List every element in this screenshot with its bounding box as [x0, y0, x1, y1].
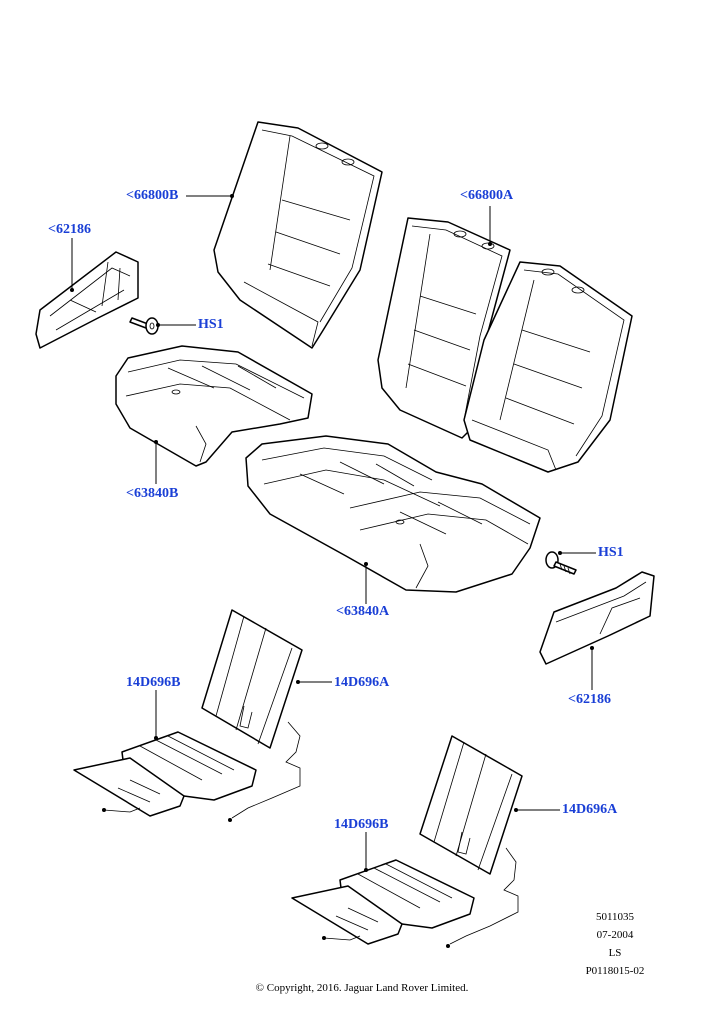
bolster-62186-left[interactable] — [35, 251, 139, 349]
diagram-code: LS — [608, 947, 622, 959]
bolster-62186-right[interactable] — [539, 571, 655, 665]
callout-66800b[interactable]: <66800B — [126, 188, 179, 203]
heater-mat-back-14d696a-top[interactable] — [201, 609, 303, 749]
callout-62186-left[interactable]: <62186 — [48, 222, 91, 237]
diagram-number: 5011035 — [595, 911, 635, 923]
leader-lines — [70, 194, 596, 872]
callout-66800a[interactable]: <66800A — [460, 188, 514, 203]
backrest-66800b[interactable] — [213, 121, 383, 349]
screw-hs1-right[interactable] — [545, 551, 577, 575]
callout-62186-right[interactable]: <62186 — [568, 692, 611, 707]
copyright-notice: © Copyright, 2016. Jaguar Land Rover Lim… — [255, 982, 469, 994]
heater-harness-bottom — [322, 847, 519, 948]
screw-hs1-left[interactable] — [129, 317, 159, 335]
callout-63840b[interactable]: <63840B — [126, 486, 179, 501]
diagram-date: 07-2004 — [596, 929, 634, 941]
backrest-66800a-right-section[interactable] — [463, 261, 633, 473]
callout-14d696a-bottom[interactable]: 14D696A — [562, 802, 618, 817]
callout-hs1-left[interactable]: HS1 — [198, 317, 224, 332]
heater-mat-cushion-14d696b-top[interactable] — [73, 731, 257, 817]
callout-14d696b-bottom[interactable]: 14D696B — [334, 817, 389, 832]
diagram-reference: P0118015-02 — [585, 965, 645, 977]
callout-14d696b-top[interactable]: 14D696B — [126, 675, 181, 690]
heater-mat-cushion-14d696b-bottom[interactable] — [291, 859, 475, 945]
callout-63840a[interactable]: <63840A — [336, 604, 390, 619]
cushion-63840b[interactable] — [115, 345, 313, 467]
heater-harness-top — [102, 721, 301, 822]
callout-14d696a-top[interactable]: 14D696A — [334, 675, 390, 690]
cushion-63840a[interactable] — [245, 435, 541, 593]
callout-hs1-right[interactable]: HS1 — [598, 545, 624, 560]
heater-mat-back-14d696a-bottom[interactable] — [419, 735, 523, 875]
